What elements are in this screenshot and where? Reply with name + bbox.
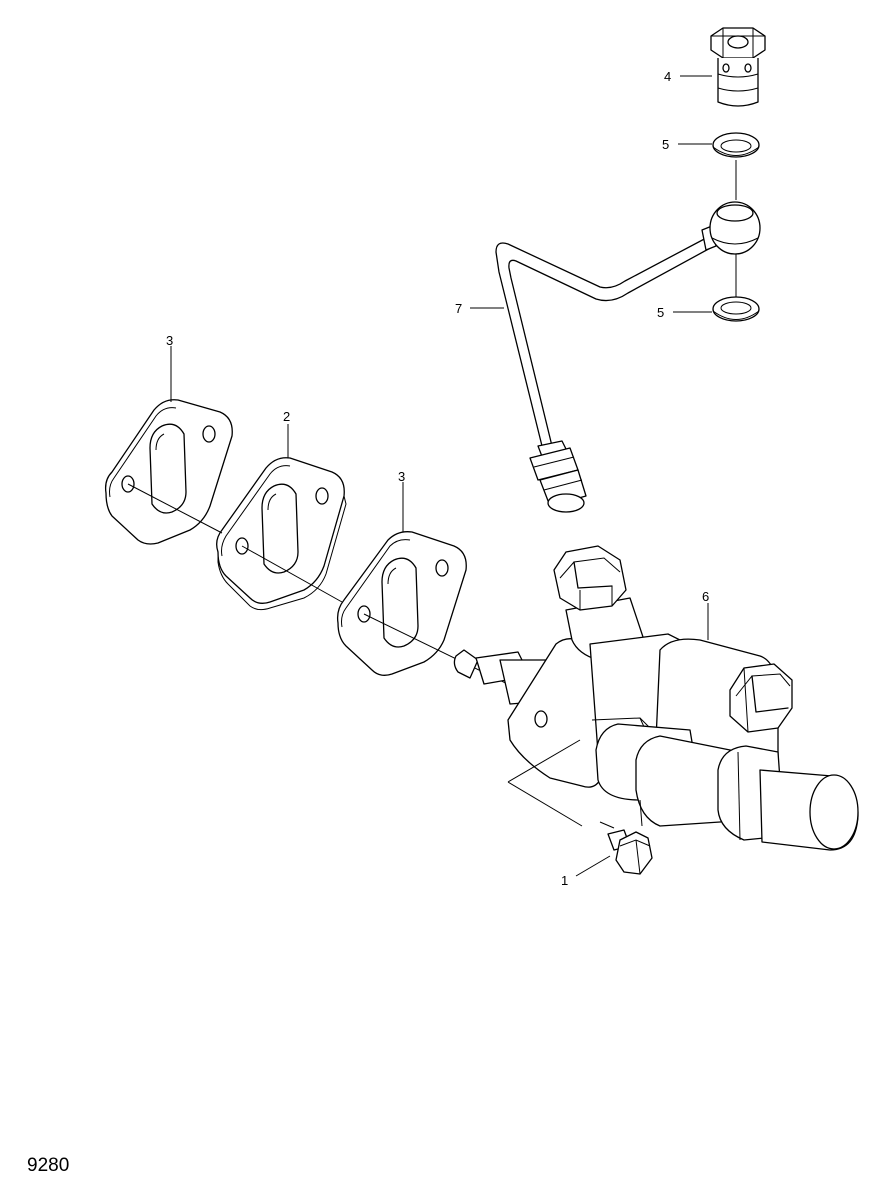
callout-7: 7 [455, 301, 462, 316]
callout-3-left: 3 [166, 333, 173, 348]
fuel-pipe-part [495, 201, 761, 513]
page-number: 9280 [27, 1155, 70, 1176]
gasket-right-part [336, 531, 467, 676]
gasket-left-part [104, 399, 233, 545]
lower-washer-part [712, 296, 760, 322]
callout-5-upper: 5 [662, 137, 669, 152]
bolt-part [607, 829, 653, 875]
callout-4: 4 [664, 69, 671, 84]
fuel-feed-pump-part [453, 545, 859, 851]
banjo-bolt-part [710, 27, 766, 107]
upper-washer-part [712, 132, 760, 158]
callout-1: 1 [561, 873, 568, 888]
callout-6: 6 [702, 589, 709, 604]
callout-5-lower: 5 [657, 305, 664, 320]
spacer-plate-part [216, 457, 347, 611]
leader-lines [170, 75, 712, 877]
callout-2: 2 [283, 409, 290, 424]
callout-3-right: 3 [398, 469, 405, 484]
